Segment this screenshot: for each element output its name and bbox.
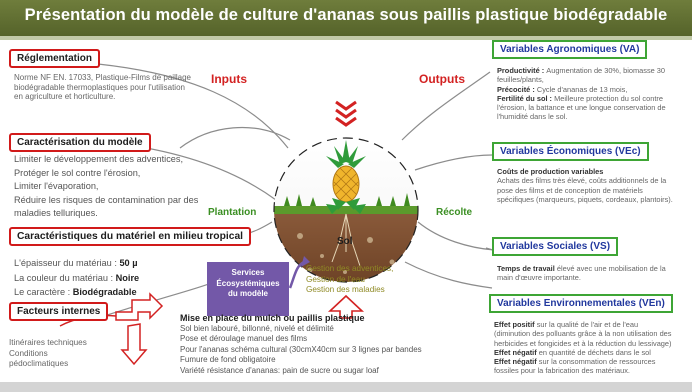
social-text: Temps de travail élevé avec une mobilisa… <box>497 264 689 283</box>
outputs-label: Outputs <box>419 72 465 86</box>
entry-label: Fertilité du sol : <box>497 93 555 103</box>
entry-text: l'érosion, la battance et une longue con… <box>497 103 666 113</box>
agro-entry: Productivité : Augmentation de 30%, biom… <box>497 66 689 75</box>
social-entry: Temps de travail élevé avec une mobilisa… <box>497 264 689 273</box>
facteurs-list: Itinéraires techniques Conditions pédocl… <box>9 338 87 370</box>
list-item: Limiter le développement des adventices, <box>14 154 184 164</box>
list-item: Itinéraires techniques <box>9 338 87 347</box>
entry-label: Productivité : <box>497 66 547 75</box>
entry-text: fossiles pour la fabrication des matéria… <box>494 366 630 376</box>
entry-label: Effet positif <box>494 320 535 329</box>
services-line: du modèle <box>227 289 268 298</box>
entry-text: Meilleure protection du sol contre <box>554 93 663 103</box>
entry-text: Cycle d'ananas de 13 mois, <box>536 84 628 94</box>
entry-text: Achats des films très élevé, coûts addit… <box>497 176 667 186</box>
list-item: Pose et déroulage manuel des films <box>180 334 308 344</box>
page-title: Présentation du modèle de culture d'anan… <box>24 6 668 24</box>
agro-entry: Fertilité du sol : Meilleure protection … <box>497 94 689 103</box>
row-label: Le caractère : <box>14 287 73 297</box>
reglementation-heading: Réglementation <box>9 49 101 68</box>
list-item: Sol bien labouré, billonné, nivelé et dé… <box>180 324 334 333</box>
entry-label: Temps de travail <box>497 264 555 273</box>
list-item: Protéger le sol contre l'érosion, <box>14 167 141 178</box>
entry-text: herbicides et fongicides et à la réducti… <box>494 338 672 348</box>
list-item: Gestion des adventices, <box>306 264 394 273</box>
sol-label: Sol <box>337 236 353 247</box>
env-entry: Effet positif sur la qualité de l'air et… <box>494 320 689 329</box>
entry-text: pose des films et de conception de matér… <box>497 185 643 195</box>
plantation-label: Plantation <box>208 207 257 218</box>
list-item: Pour l'ananas schéma cultural (30cmX40cm… <box>180 344 422 354</box>
list-item: Variété résistance d'ananas: pain de suc… <box>180 365 379 375</box>
list-item: Gestion des maladies <box>306 285 385 294</box>
entry-text: feuilles/plants, <box>497 75 544 85</box>
row-label: La couleur du matériau : <box>14 272 116 283</box>
entry-text: sur la qualité de l'air et de l'eau <box>534 320 639 329</box>
text-line: biodégradable thermoplastiques pour l'ut… <box>14 82 185 92</box>
materiel-row-thickness: L'épaisseur du matériau : 50 µ <box>14 256 139 271</box>
materiel-list: L'épaisseur du matériau : 50 µ La couleu… <box>14 256 139 300</box>
text-line: Norme NF EN. 17033, Plastique-Films de p… <box>14 73 191 82</box>
entry-label: Effet négatif <box>494 347 537 357</box>
list-item: Limiter l'évaporation, <box>14 181 99 192</box>
reglementation-text: Norme NF EN. 17033, Plastique-Films de p… <box>14 73 191 102</box>
services-box: Services Écosystémiques du modèle <box>207 262 289 316</box>
materiel-heading: Caractéristiques du matériel en milieu t… <box>9 227 252 246</box>
entry-text: main d'œuvre importante. <box>497 273 581 283</box>
materiel-row-nature: Le caractère : Biodégradable <box>14 285 139 300</box>
list-item: pédoclimatiques <box>9 359 69 369</box>
entry-text: en quantité de déchets dans le sol <box>536 347 651 357</box>
arrow-right-icon <box>59 292 164 366</box>
list-item: Conditions <box>9 348 48 358</box>
gestion-list: Gestion des adventices, Gestion de l'eau… <box>306 264 393 296</box>
entry-label: Effet négatif <box>494 357 537 367</box>
facteurs-heading: Facteurs internes <box>9 302 109 321</box>
entry-text: (diminution des polluants grâce à la non… <box>494 329 672 339</box>
list-item: Fumure de fond obligatoire <box>180 355 276 365</box>
caracterisation-heading: Caractérisation du modèle <box>9 133 151 152</box>
pineapple-icon <box>326 140 366 214</box>
env-entry: Effet négatif sur la consommation de res… <box>494 357 689 366</box>
entry-text: élevé avec une mobilisation de la <box>554 264 666 273</box>
env-text: Effet positif sur la qualité de l'air et… <box>494 320 689 376</box>
eco-heading: Variables Économiques (VEc) <box>492 142 649 161</box>
entry-text: spécifiques (marqueurs, piquets, cordeau… <box>497 194 673 204</box>
title-banner: Présentation du modèle de culture d'anan… <box>0 0 692 40</box>
services-line: Services <box>231 268 265 277</box>
list-item: Réduire les risques de contamination par… <box>14 194 199 205</box>
services-arrow-icon <box>288 256 310 289</box>
list-item: maladies telluriques. <box>14 208 98 219</box>
agro-entry: Précocité : Cycle d'ananas de 13 mois, <box>497 85 689 94</box>
caracterisation-list: Limiter le développement des adventices,… <box>14 153 198 221</box>
entry-text: Augmentation de 30%, biomasse 30 <box>546 66 666 75</box>
eco-text: Coûts de production variables Achats des… <box>497 167 689 204</box>
entry-text: sur la consommation de ressources <box>536 357 656 367</box>
entry-label: Précocité : <box>497 84 537 94</box>
social-heading: Variables Sociales (VS) <box>492 237 619 256</box>
row-label: L'épaisseur du matériau : <box>14 258 120 268</box>
text-line: en agriculture et horticulture. <box>14 92 116 102</box>
recolte-label: Récolte <box>436 207 473 218</box>
entry-text: l'humidité dans le sol. <box>497 112 568 122</box>
chevron-down-icon <box>335 100 357 127</box>
env-entry: Effet négatif en quantité de déchets dan… <box>494 348 689 357</box>
list-item: Gestion de l'eau <box>306 274 365 284</box>
eco-subheading: Coûts de production variables <box>497 167 604 176</box>
row-value: Noire <box>115 272 140 283</box>
agro-heading: Variables Agronomiques (VA) <box>492 40 648 59</box>
bottom-strip <box>0 382 692 392</box>
agro-text: Productivité : Augmentation de 30%, biom… <box>497 66 689 122</box>
mulch-heading: Mise en place du mulch ou paillis plasti… <box>180 313 365 323</box>
row-value: Biodégradable <box>72 287 137 297</box>
materiel-row-color: La couleur du matériau : Noire <box>14 271 139 286</box>
env-heading: Variables Environnementales (VEn) <box>489 294 673 313</box>
inputs-label: Inputs <box>211 72 247 86</box>
services-line: Écosystémiques <box>216 278 280 288</box>
mulch-list: Sol bien labouré, billonné, nivelé et dé… <box>180 324 422 376</box>
row-value: 50 µ <box>119 258 138 268</box>
arrow-up-icon <box>327 294 365 319</box>
